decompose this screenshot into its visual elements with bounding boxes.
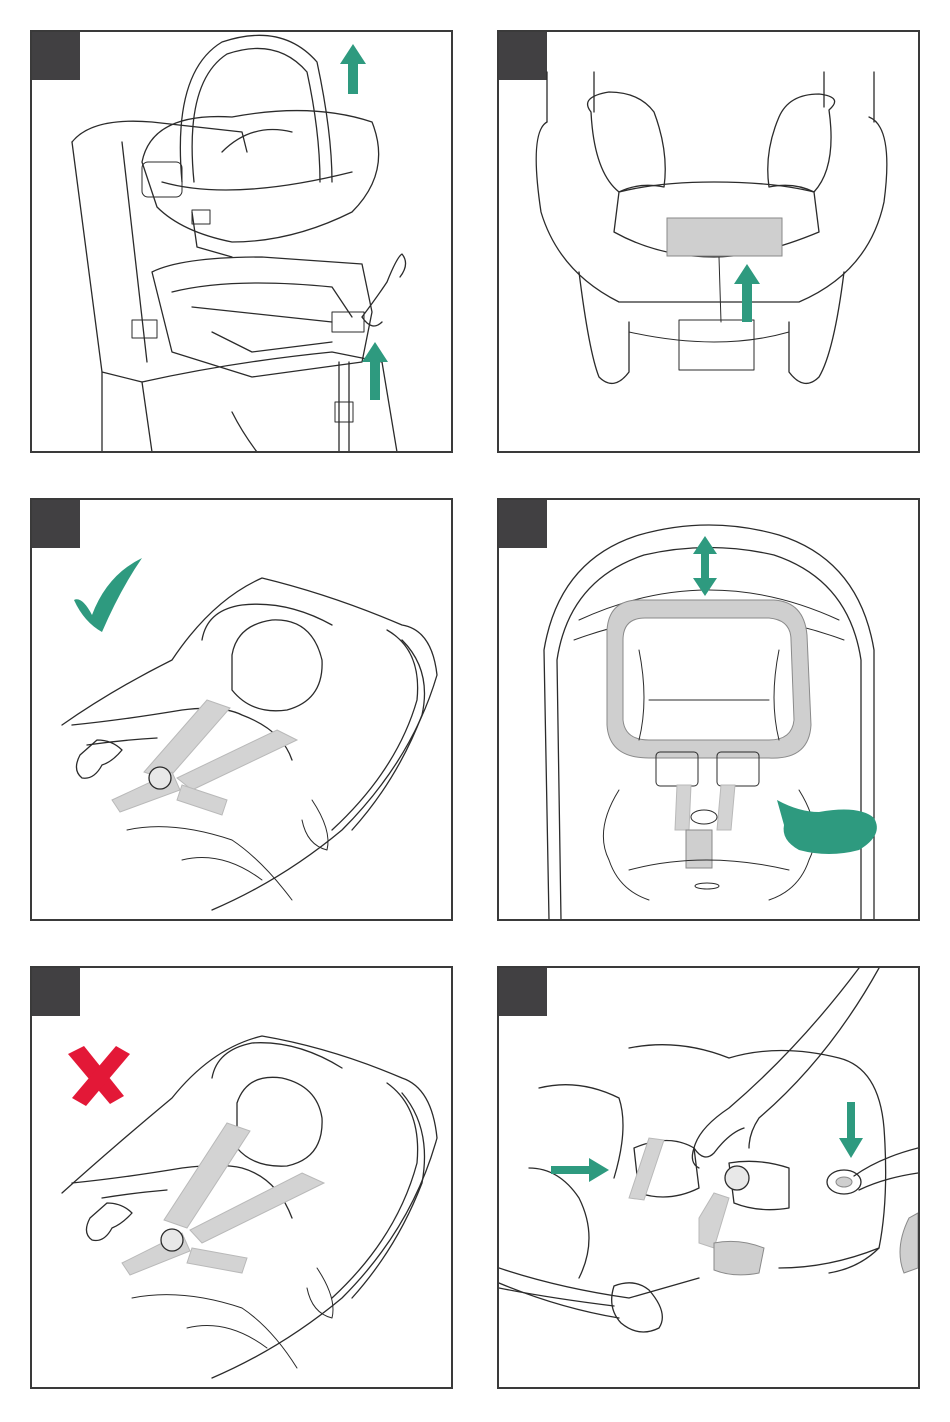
buckle-and-tighten-illustration	[499, 968, 918, 1387]
check-icon	[74, 558, 142, 632]
headrest-height-adjust-illustration	[499, 500, 918, 919]
incorrect-harness-fit-illustration	[32, 968, 451, 1387]
instruction-panel-1	[30, 30, 453, 453]
instruction-panel-6	[497, 966, 920, 1389]
instruction-panel-2	[497, 30, 920, 453]
pull-shell-release-illustration	[499, 32, 918, 451]
lift-carrier-from-base-illustration	[32, 32, 451, 451]
speech-bubble-icon	[777, 800, 877, 854]
correct-harness-fit-illustration	[32, 500, 451, 919]
instruction-panel-4	[497, 498, 920, 921]
instruction-panel-3	[30, 498, 453, 921]
cross-icon	[68, 1046, 130, 1106]
instruction-panel-5	[30, 966, 453, 1389]
